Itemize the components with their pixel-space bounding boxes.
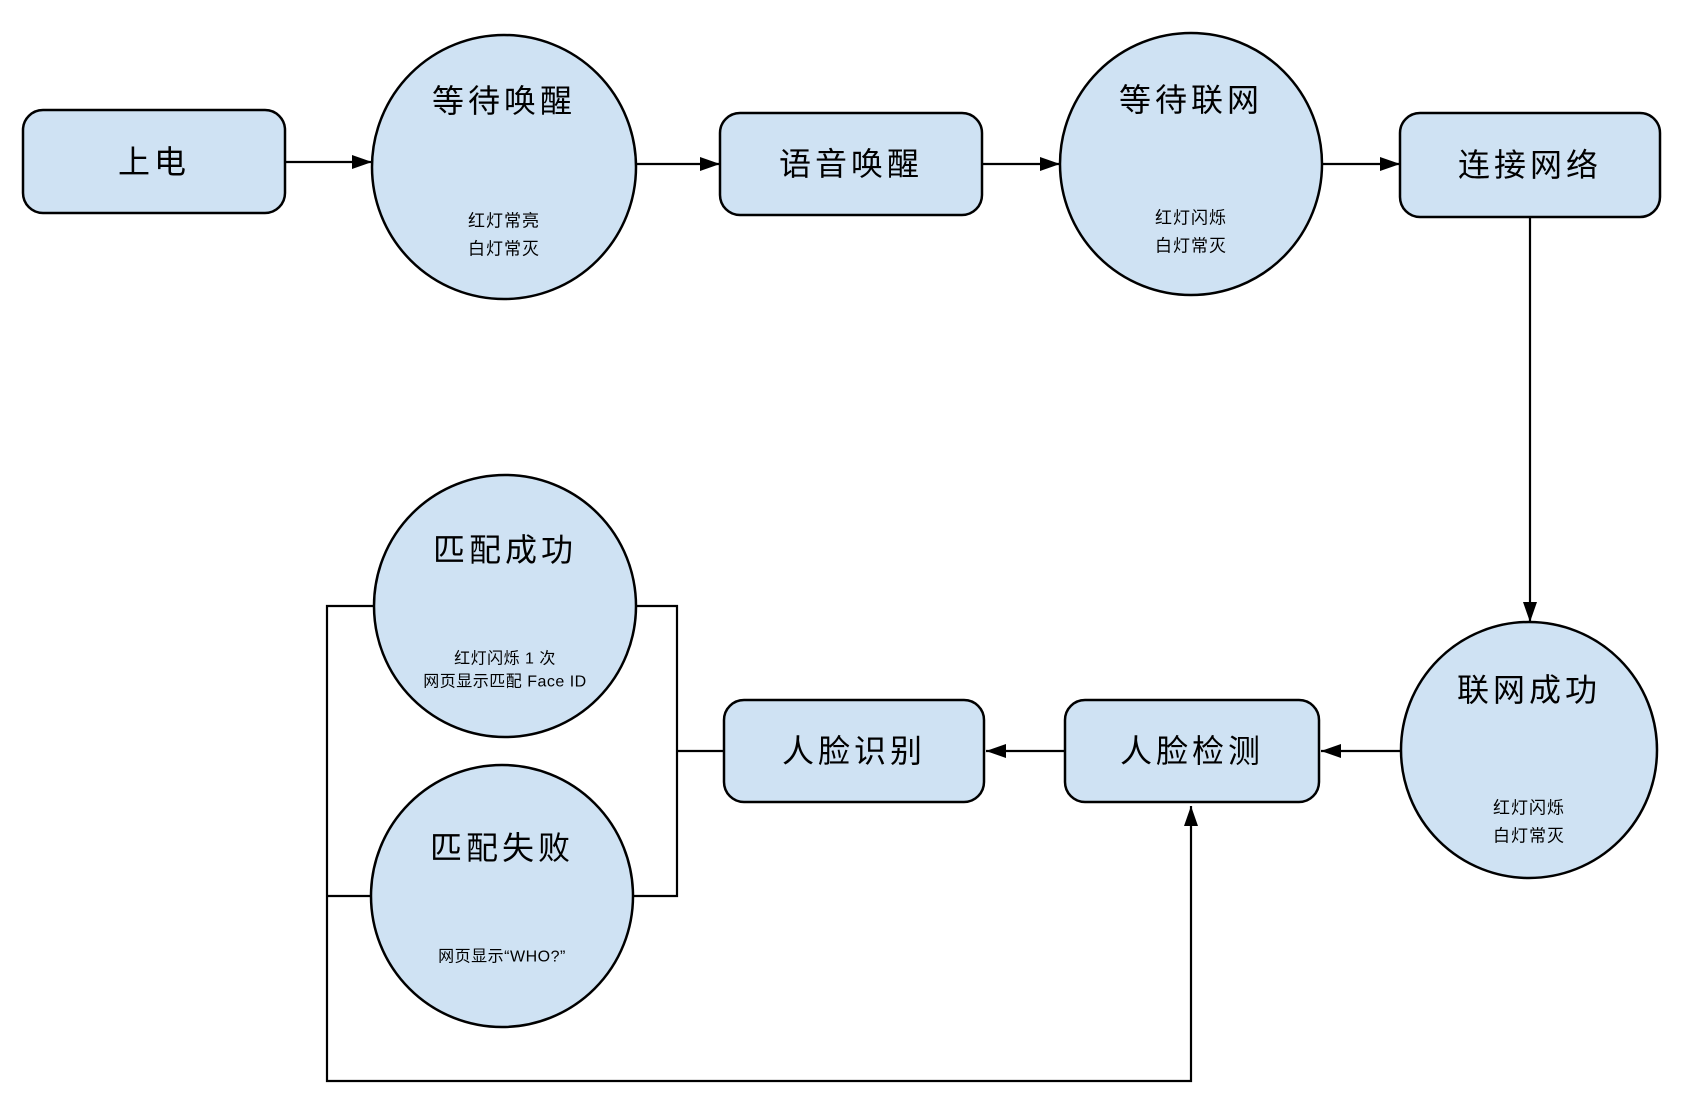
node-wait-network: 等待联网 红灯闪烁 白灯常灭 <box>1058 31 1324 297</box>
wait-wake-circle <box>370 33 638 301</box>
match-success-status-1: 红灯闪烁 1 次 <box>454 650 556 668</box>
node-match-fail: 匹配失败 网页显示“WHO?” <box>369 763 635 1029</box>
network-success-status-2: 白灯常灭 <box>1493 827 1565 846</box>
match-fail-label: 匹配失败 <box>430 830 574 866</box>
connect-network-box <box>1398 111 1662 219</box>
wait-network-status-2: 白灯常灭 <box>1155 237 1227 256</box>
match-success-status-2: 网页显示匹配 Face ID <box>423 673 586 691</box>
face-detect-label: 人脸检测 <box>1120 733 1264 769</box>
edge-face-recognize-to-match-branch <box>633 604 724 898</box>
network-success-label: 联网成功 <box>1457 672 1601 708</box>
match-fail-status-1: 网页显示“WHO?” <box>438 949 566 966</box>
wait-network-status-1: 红灯闪烁 <box>1155 209 1227 228</box>
match-fail-circle <box>369 763 635 1029</box>
node-match-success: 匹配成功 红灯闪烁 1 次 网页显示匹配 Face ID <box>372 473 638 739</box>
network-success-status-1: 红灯闪烁 <box>1493 799 1565 818</box>
voice-wake-box <box>718 111 984 217</box>
node-voice-wake: 语音唤醒 <box>718 111 984 217</box>
node-connect-network: 连接网络 <box>1398 111 1662 219</box>
wait-network-label: 等待联网 <box>1119 82 1263 118</box>
match-success-label: 匹配成功 <box>433 532 577 568</box>
node-face-detect: 人脸检测 <box>1063 698 1321 804</box>
power-on-label: 上电 <box>118 144 190 180</box>
face-detect-box <box>1063 698 1321 804</box>
power-on-box <box>21 108 287 215</box>
wait-wake-status-2: 白灯常灭 <box>468 240 540 259</box>
face-recognize-label: 人脸识别 <box>782 733 926 769</box>
match-success-circle <box>372 473 638 739</box>
node-wait-wake: 等待唤醒 红灯常亮 白灯常灭 <box>370 33 638 301</box>
voice-wake-label: 语音唤醒 <box>779 146 923 182</box>
face-recognize-box <box>722 698 986 804</box>
edge-match-loop-to-face-detect <box>325 604 1198 1083</box>
node-power-on: 上电 <box>21 108 287 215</box>
wait-wake-label: 等待唤醒 <box>432 83 576 119</box>
connect-network-label: 连接网络 <box>1458 147 1602 183</box>
network-success-circle <box>1399 620 1659 880</box>
wait-wake-status-1: 红灯常亮 <box>468 212 540 231</box>
wait-network-circle <box>1058 31 1324 297</box>
node-network-success: 联网成功 红灯闪烁 白灯常灭 <box>1399 620 1659 880</box>
node-face-recognize: 人脸识别 <box>722 698 986 804</box>
